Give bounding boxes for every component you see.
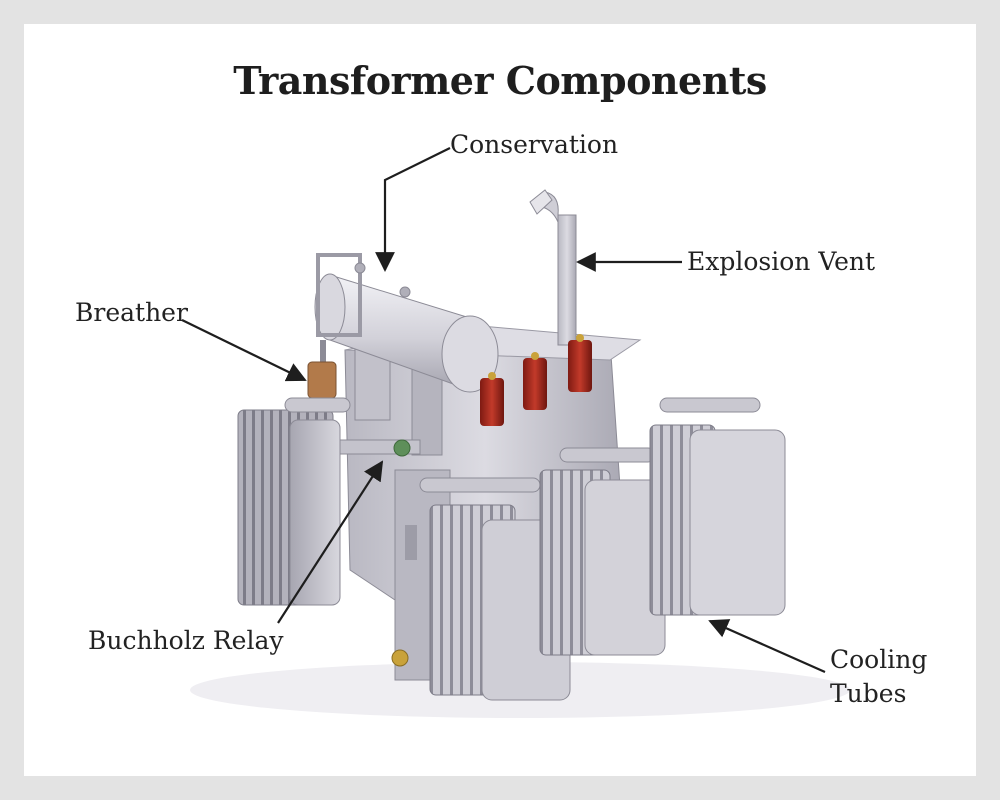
breather-arrow: [181, 319, 307, 382]
buchholz-relay-arrow: [277, 460, 384, 624]
label-buchholz-relay: Buchholz Relay: [88, 626, 284, 655]
buchholz-relay-device: [329, 439, 421, 457]
hv-bushings: [480, 334, 592, 426]
explosion-vent-pipe: [529, 189, 577, 346]
radiator-right: [649, 397, 786, 616]
label-breather: Breather: [75, 298, 188, 327]
page-title: Transformer Components: [233, 58, 767, 103]
label-tubes: Tubes: [830, 679, 907, 708]
radiator-left: [237, 397, 351, 606]
breather-device: [307, 340, 337, 399]
label-conservation: Conservation: [450, 130, 619, 159]
cooling-tubes-arrow: [708, 619, 826, 674]
drain-valve: [391, 649, 409, 667]
conservation-arrow: [375, 147, 451, 272]
label-explosion-vent: Explosion Vent: [687, 247, 876, 276]
annotation-arrows: [181, 147, 826, 674]
label-cooling: Cooling: [830, 645, 928, 674]
conservator-tank: [314, 253, 499, 456]
radiator-middle: [539, 447, 666, 656]
